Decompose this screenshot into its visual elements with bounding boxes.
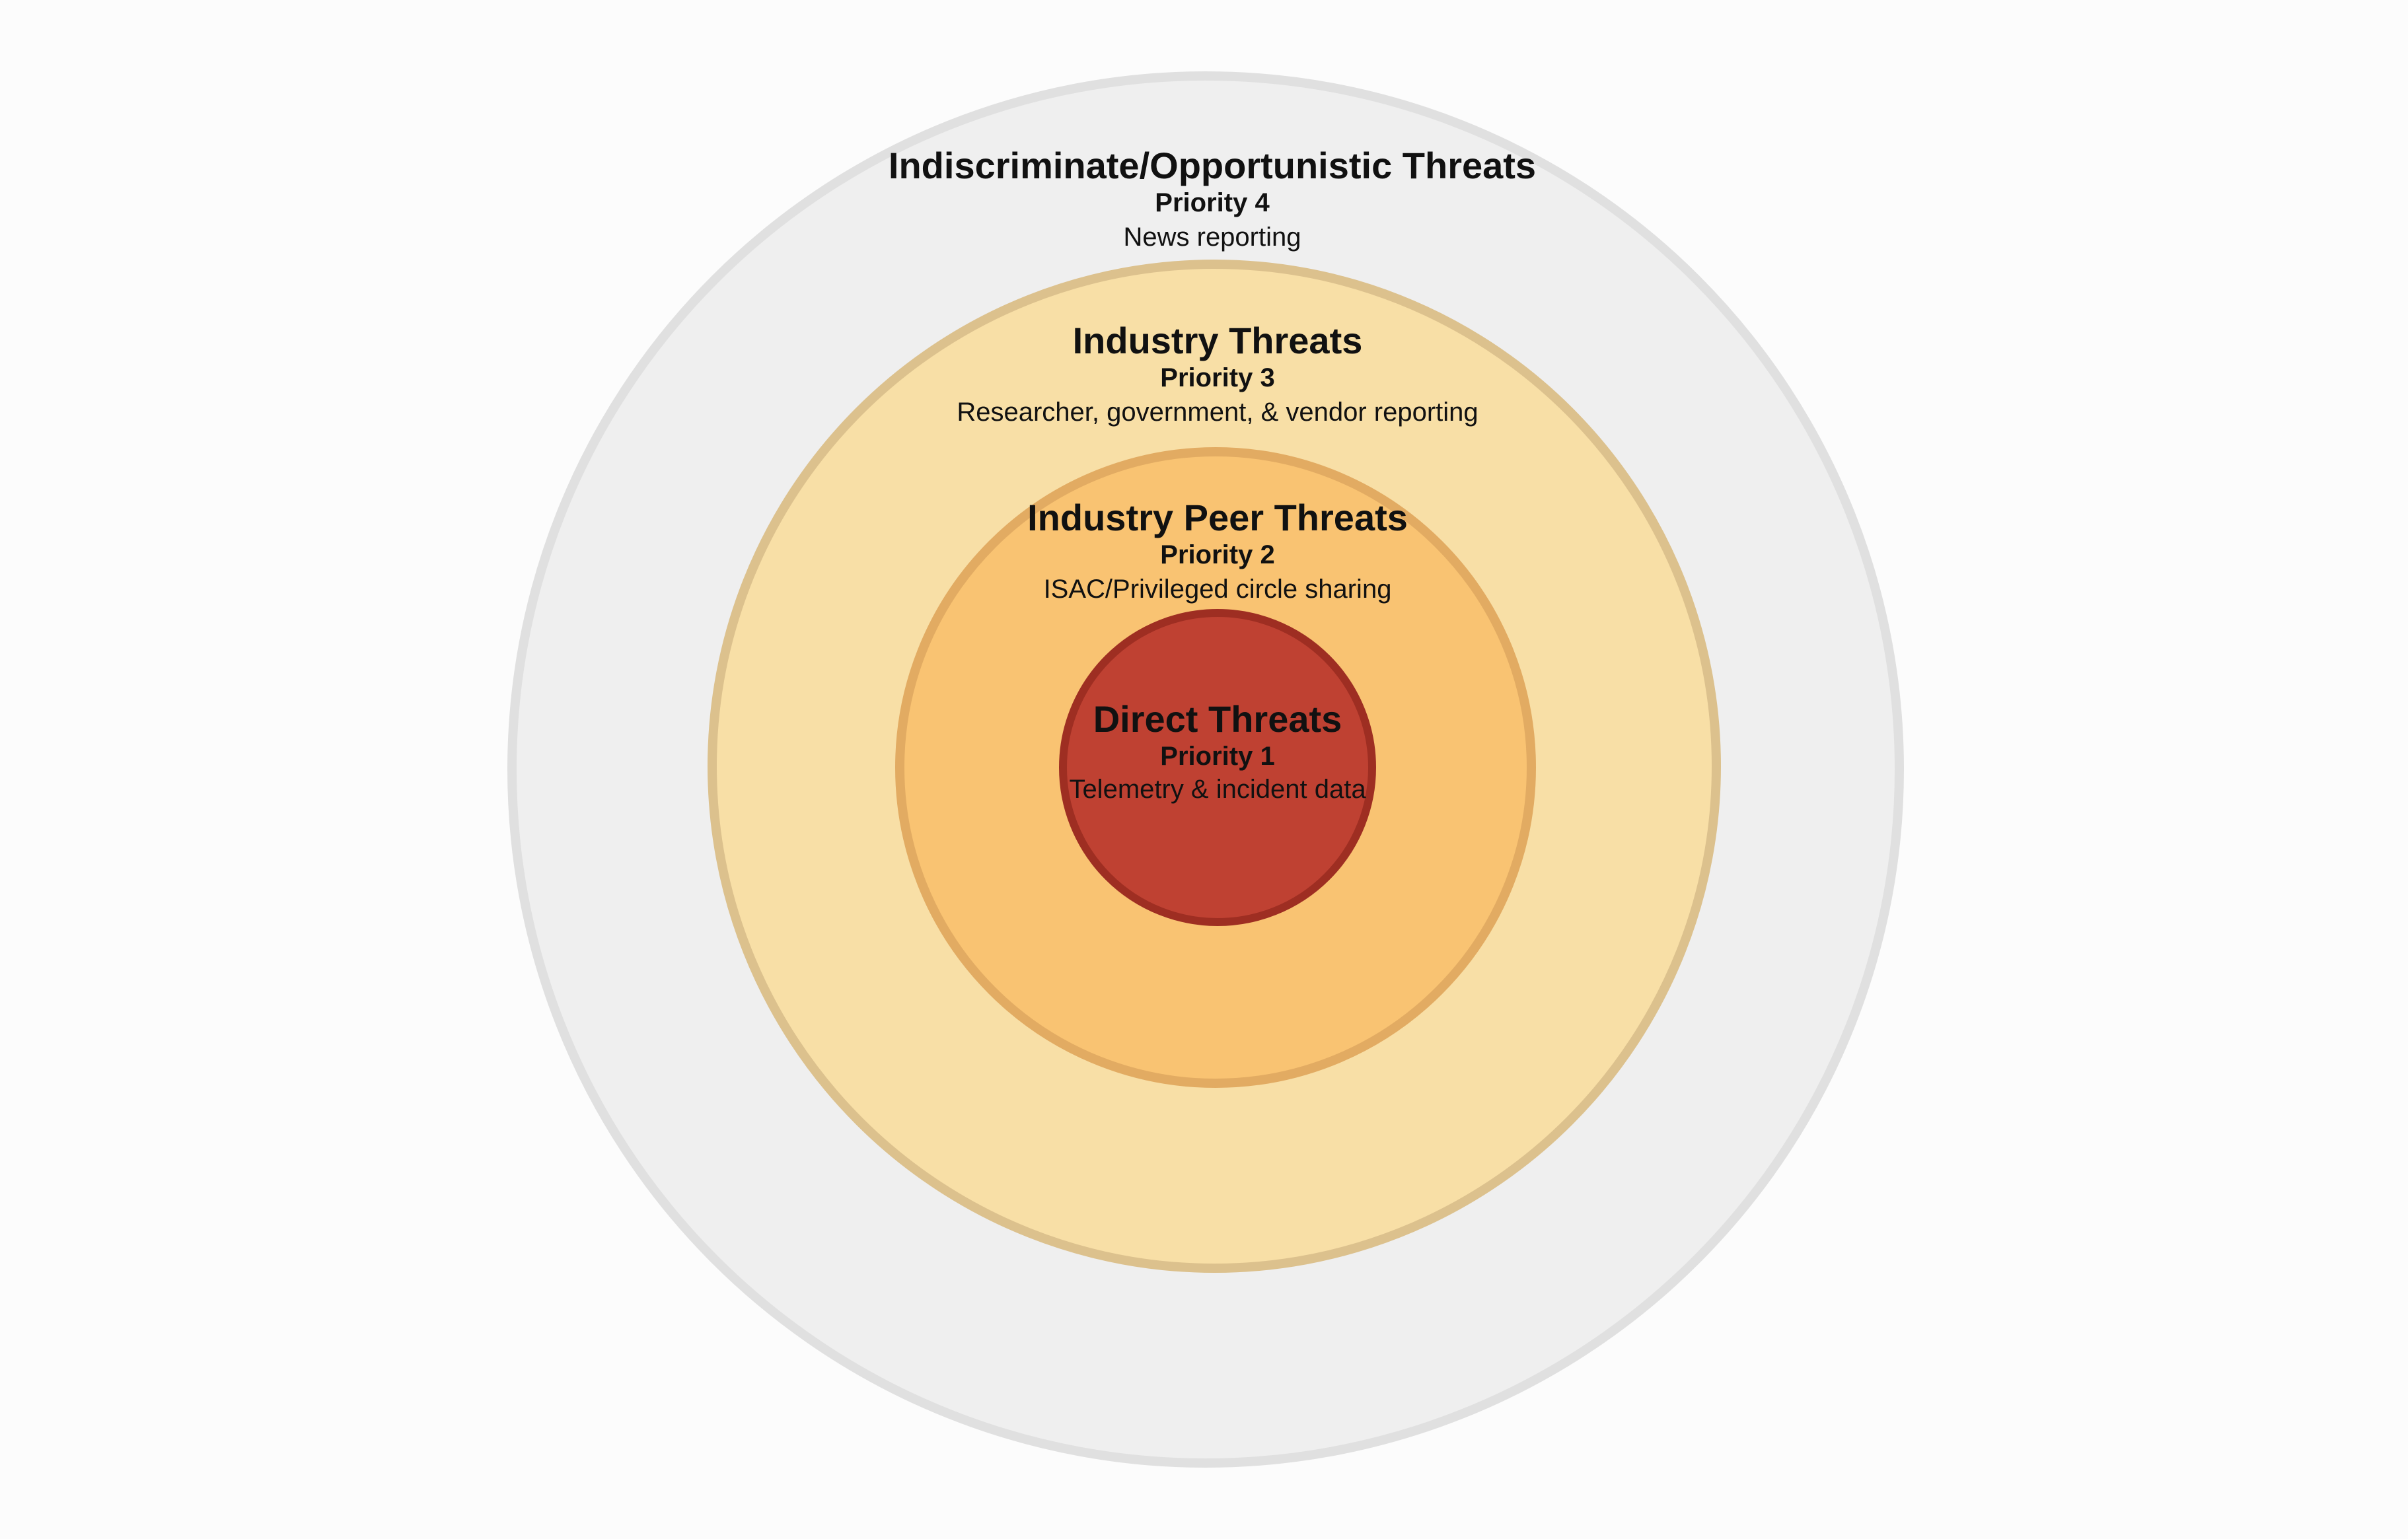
- ring-priority-1: Direct Threats Priority 1 Telemetry & in…: [1059, 609, 1376, 926]
- ring-1-circle: [1059, 609, 1376, 926]
- ring-4-source: News reporting: [1123, 223, 1301, 252]
- ring-4-title: Indiscriminate/Opportunistic Threats: [889, 145, 1536, 186]
- ring-2-source: ISAC/Privileged circle sharing: [1044, 575, 1392, 604]
- ring-2-priority: Priority 2: [1160, 540, 1274, 569]
- ring-3-title: Industry Threats: [1073, 320, 1363, 361]
- ring-1-source: Telemetry & incident data: [1069, 775, 1366, 804]
- ring-2-title: Industry Peer Threats: [1027, 497, 1408, 538]
- ring-1-priority: Priority 1: [1160, 742, 1274, 771]
- ring-3-priority: Priority 3: [1160, 363, 1274, 392]
- ring-3-source: Researcher, government, & vendor reporti…: [957, 398, 1478, 427]
- ring-1-title: Direct Threats: [1093, 698, 1342, 740]
- ring-4-priority: Priority 4: [1155, 188, 1270, 217]
